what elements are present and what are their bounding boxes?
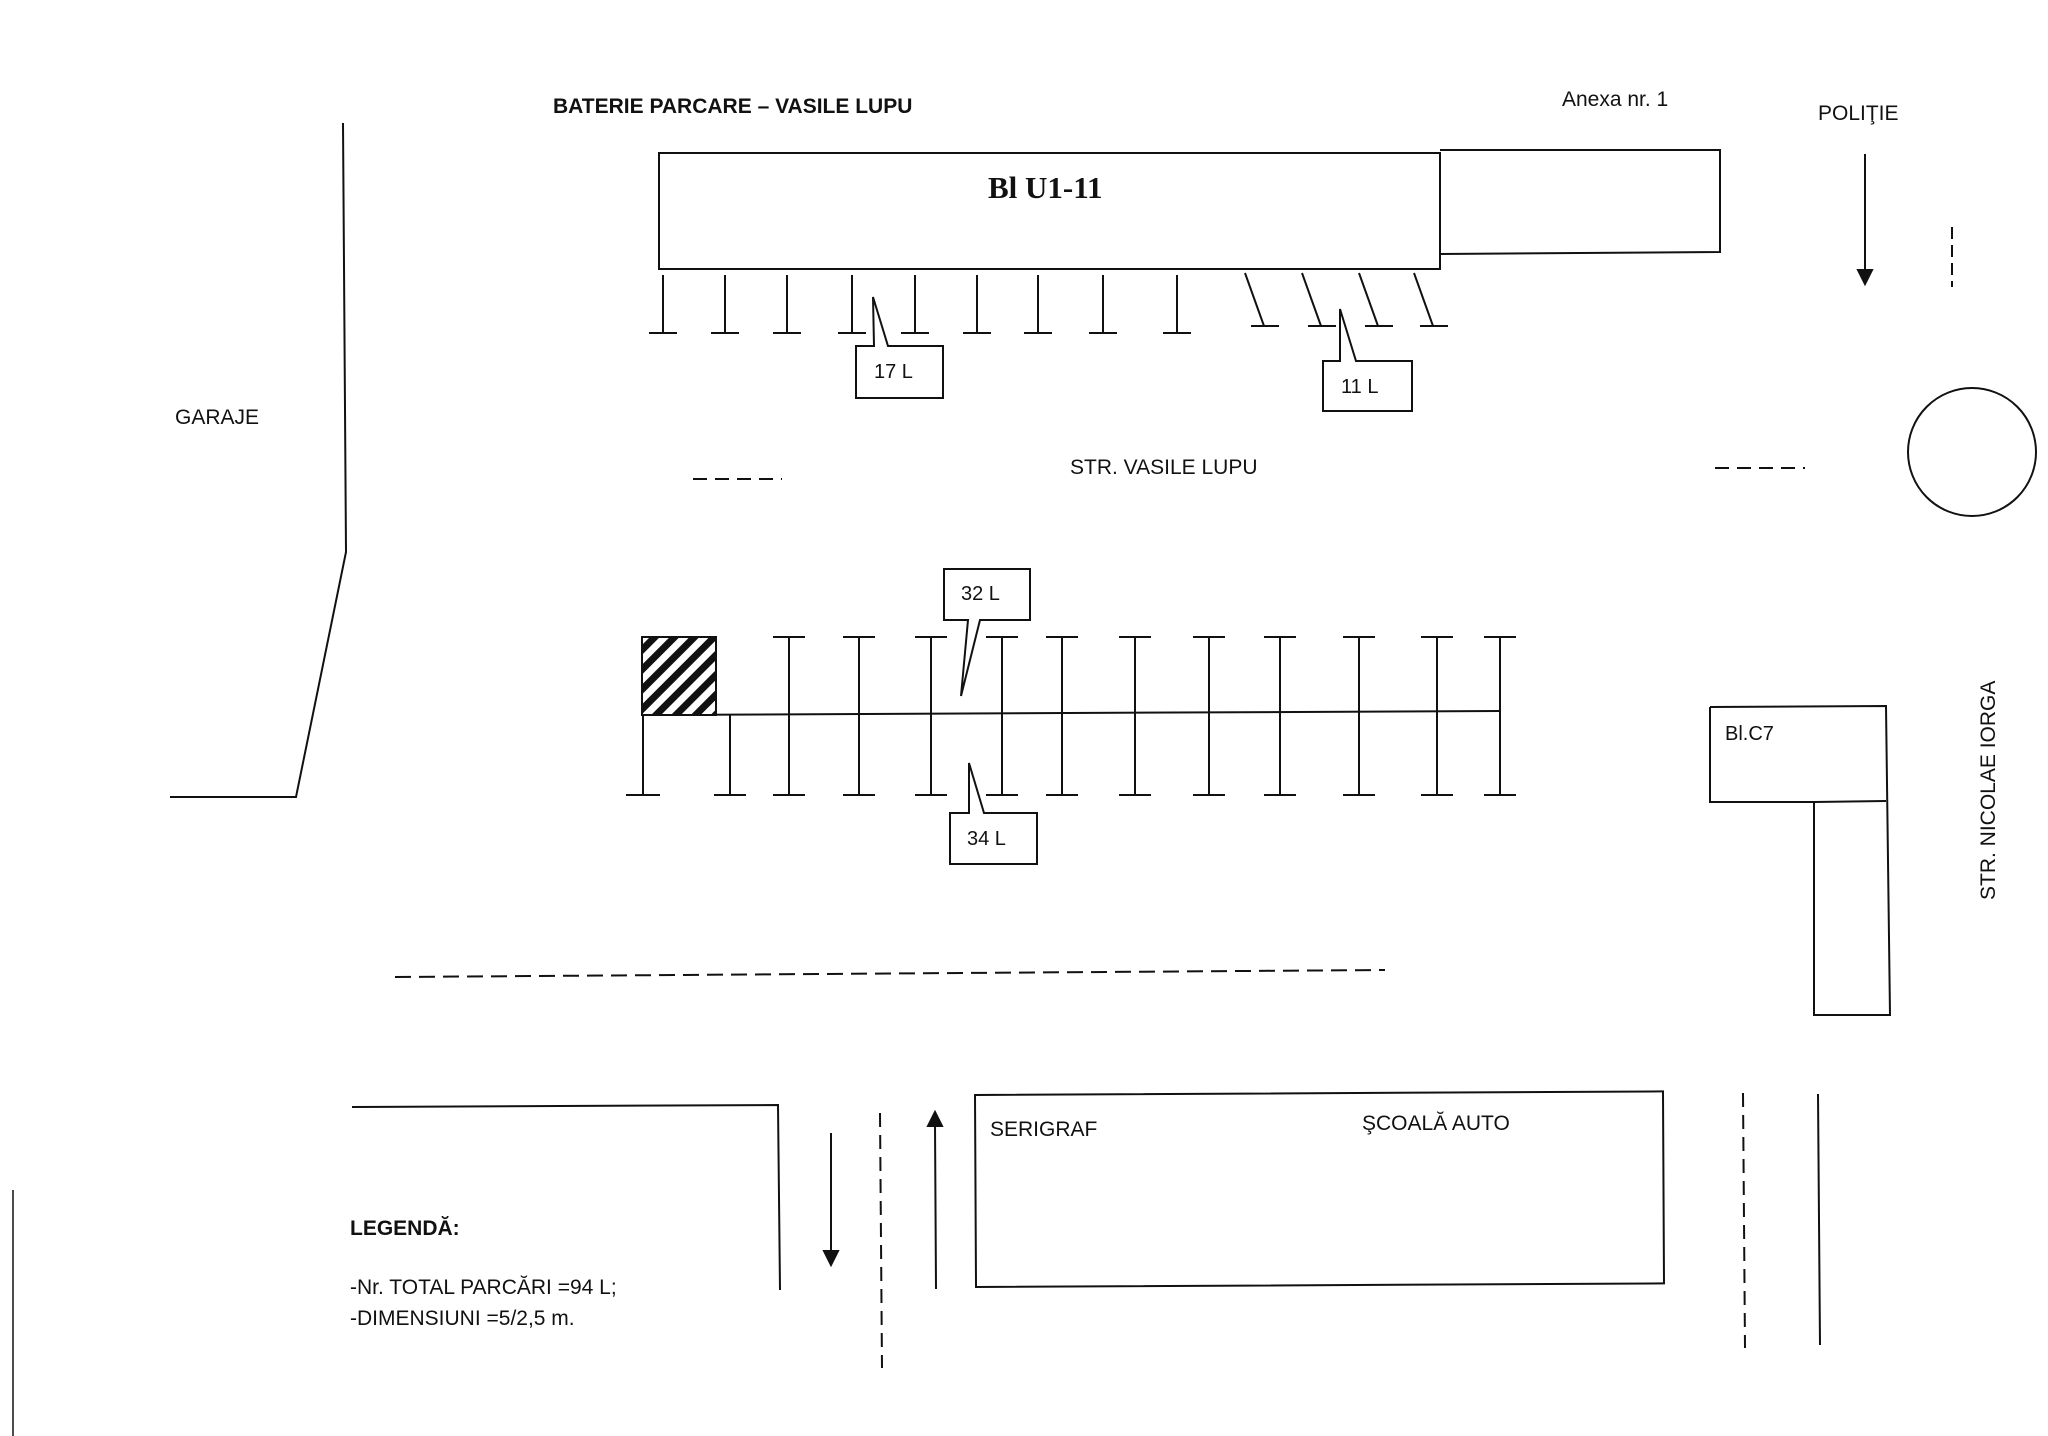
legend-total-parking: -Nr. TOTAL PARCĂRI =94 L; <box>350 1276 617 1299</box>
politie-label: POLIŢIE <box>1818 102 1899 125</box>
middle-row-parking-lines <box>626 636 1516 796</box>
bl-u1-11-label: Bl U1-11 <box>988 170 1103 205</box>
callout-box-11l <box>1322 308 1413 412</box>
nicolae-iorga-curb <box>1817 1093 1821 1346</box>
street-vasile-lupu-label: STR. VASILE LUPU <box>1070 456 1258 479</box>
page-title: BATERIE PARCARE – VASILE LUPU <box>553 95 912 118</box>
bl-c7-label: Bl.C7 <box>1725 723 1774 745</box>
angled-parking-space-line <box>1358 272 1379 327</box>
scoala-auto-label: ŞCOALĂ AUTO <box>1362 1112 1510 1135</box>
building-bl-c7 <box>1709 704 1892 1016</box>
garaje-label: GARAJE <box>175 406 259 429</box>
angled-parking-space-line <box>1413 272 1434 327</box>
building-bl-u1-11-annex <box>1439 149 1721 255</box>
callout-34l-text: 34 L <box>967 828 1006 850</box>
legend-heading: LEGENDĂ: <box>350 1217 460 1240</box>
lane-arrow-up-icon <box>934 1123 937 1290</box>
legend-dimensions: -DIMENSIUNI =5/2,5 m. <box>350 1307 575 1330</box>
bottom-left-block-outline <box>351 1103 781 1291</box>
street-nicolae-iorga-label: STR. NICOLAE IORGA <box>1977 681 2000 900</box>
top-row-straight-parking-lines <box>649 275 1191 334</box>
angled-parking-space-line <box>1244 272 1265 327</box>
building-bl-u1-11 <box>658 152 1441 270</box>
callout-box-32l <box>943 568 1031 697</box>
garage-boundary-line <box>170 122 348 798</box>
callout-11l-text: 11 L <box>1341 376 1378 398</box>
angled-parking-space-line <box>1301 272 1322 327</box>
building-serigraf-scoala-auto <box>973 1090 1666 1289</box>
callout-box-17l <box>855 296 944 399</box>
dashed-lane-bottom <box>879 1112 883 1369</box>
callout-17l-text: 17 L <box>874 361 913 383</box>
annex-label: Anexa nr. 1 <box>1562 88 1668 111</box>
roundabout-circle <box>1907 387 2037 517</box>
top-row-angled-parking-lines <box>1244 272 1448 327</box>
parking-island-spine <box>642 710 1501 716</box>
callout-32l-text: 32 L <box>961 583 1000 605</box>
dashed-lane-line <box>394 969 1386 978</box>
dashed-lane-bottom-right <box>1742 1092 1746 1349</box>
hatched-restricted-area <box>641 636 717 716</box>
serigraf-label: SERIGRAF <box>990 1118 1097 1141</box>
callout-box-34l <box>949 762 1038 865</box>
